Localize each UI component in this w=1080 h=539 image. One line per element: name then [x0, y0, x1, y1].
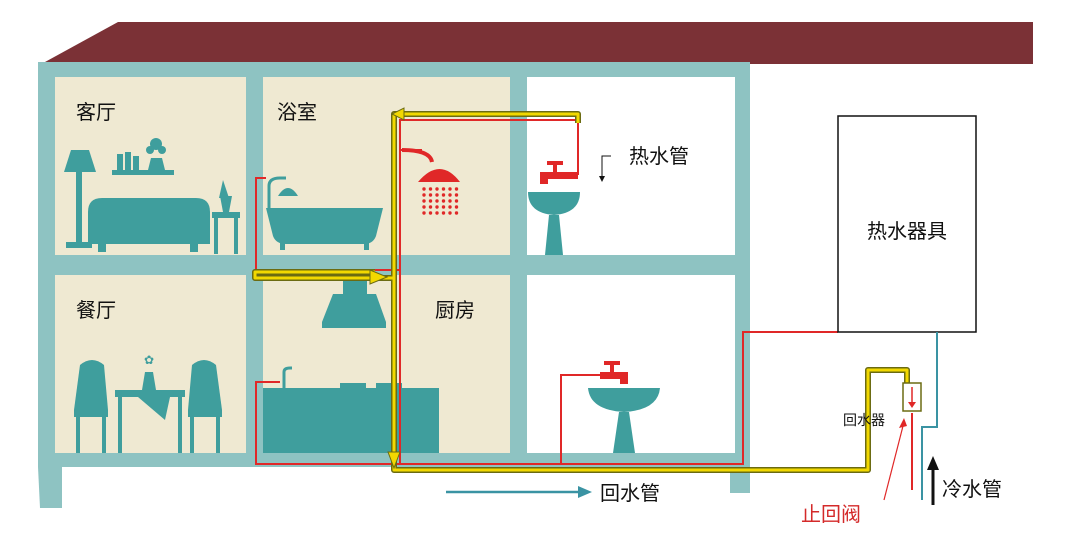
- return-arrow-left-icon: [390, 107, 405, 121]
- house-right-foot: [730, 467, 750, 493]
- return-arrow-down-icon: [387, 451, 401, 470]
- shower-drop: [422, 193, 426, 197]
- house-left-foot: [38, 467, 62, 508]
- basin-lower-icon: [588, 388, 660, 412]
- living-furniture: [64, 138, 240, 254]
- faucet-upper-icon: [540, 161, 578, 184]
- heater-label: 热水器具: [867, 220, 947, 243]
- room-label-kitchen: 厨房: [435, 299, 475, 322]
- shower-drop: [454, 193, 459, 197]
- shower-drop: [448, 193, 452, 197]
- shower-drop: [428, 193, 433, 197]
- chair-right-icon: [188, 360, 222, 410]
- shower-drop: [422, 211, 426, 215]
- room-upper-right: [527, 77, 735, 255]
- cold-pipe-label: 冷水管: [942, 478, 1002, 501]
- shower-drops: [422, 187, 459, 215]
- water-heater-box: [837, 115, 977, 333]
- roof: [45, 22, 1033, 64]
- shower-drop: [428, 199, 433, 203]
- kitchen-furniture: [263, 272, 439, 453]
- shower-drop: [454, 211, 459, 215]
- shower-drop: [441, 193, 446, 197]
- shower-drop: [422, 205, 426, 209]
- return-arrows: [369, 107, 405, 470]
- return-device-label: 回水器: [843, 413, 885, 429]
- shower-drop: [454, 199, 459, 203]
- room-label-living: 客厅: [76, 101, 116, 124]
- basins: [528, 192, 660, 453]
- basin-upper-icon: [528, 192, 580, 215]
- shower-drop: [435, 205, 439, 209]
- hot-lower-basin-branch: [560, 374, 606, 464]
- hot-pipe-label-bracket: [601, 155, 611, 178]
- dining-table-icon: [115, 390, 185, 397]
- shower-drop: [422, 187, 426, 191]
- bathtub-icon: [266, 208, 383, 244]
- bath-furniture: [266, 176, 383, 250]
- shower-drop: [435, 187, 439, 191]
- room-label-dining: 餐厅: [76, 299, 116, 322]
- wall-shelf: [112, 170, 174, 175]
- chair-left-icon: [74, 360, 108, 410]
- hot-pipe-label-arrow-icon: [599, 176, 605, 182]
- shower-drop: [454, 187, 459, 191]
- floor-lamp-icon: [64, 150, 96, 172]
- device-down-arrow-icon: [908, 402, 916, 408]
- plant-icon: [219, 180, 229, 198]
- cold-water-pipe: [921, 332, 938, 500]
- potted-flower-icon: [148, 158, 165, 170]
- shower-drop: [448, 211, 452, 215]
- shower-drop: [441, 187, 446, 191]
- shower-drop: [441, 199, 446, 203]
- return-legend-arrow-icon: [578, 486, 592, 498]
- shower-drop: [454, 205, 459, 209]
- shower-drop: [448, 205, 452, 209]
- shower-drop: [428, 205, 433, 209]
- vase-icon: [142, 372, 156, 390]
- shower-head-red-icon: [401, 148, 460, 182]
- cold-legend-arrow-icon: [927, 456, 939, 470]
- hot-water-pipes: [255, 119, 913, 490]
- dining-furniture: ✿: [74, 353, 222, 453]
- check-valve-pointer-arrow-icon: [899, 418, 907, 428]
- room-label-bathroom: 浴室: [277, 101, 317, 124]
- shower-drop: [441, 205, 446, 209]
- shower-drop: [428, 187, 433, 191]
- hot-riser-pipe: [399, 119, 579, 464]
- shower-drop: [435, 199, 439, 203]
- shower-head-icon: [278, 188, 298, 196]
- sofa-icon: [88, 198, 210, 244]
- kitchen-counter-icon: [263, 388, 439, 453]
- shower-drop: [448, 199, 452, 203]
- shower-drop: [435, 193, 439, 197]
- faucet-lower-icon: [600, 361, 628, 384]
- return-pipe-label: 回水管: [600, 482, 660, 505]
- return-water-pipes: [252, 111, 910, 473]
- hot-pipe-label: 热水管: [629, 145, 689, 168]
- shower-drop: [422, 199, 426, 203]
- shower-drop: [428, 211, 433, 215]
- shower-drop: [441, 211, 446, 215]
- kitchen-faucet-icon: [282, 366, 292, 388]
- check-valve-label: 止回阀: [801, 503, 861, 526]
- svg-text:✿: ✿: [144, 353, 154, 367]
- check-valve-pointer: [883, 425, 904, 501]
- shower-drop: [435, 211, 439, 215]
- return-arrow-right-icon: [369, 269, 389, 285]
- hot-main-pipe: [255, 331, 838, 465]
- shower-drop: [448, 187, 452, 191]
